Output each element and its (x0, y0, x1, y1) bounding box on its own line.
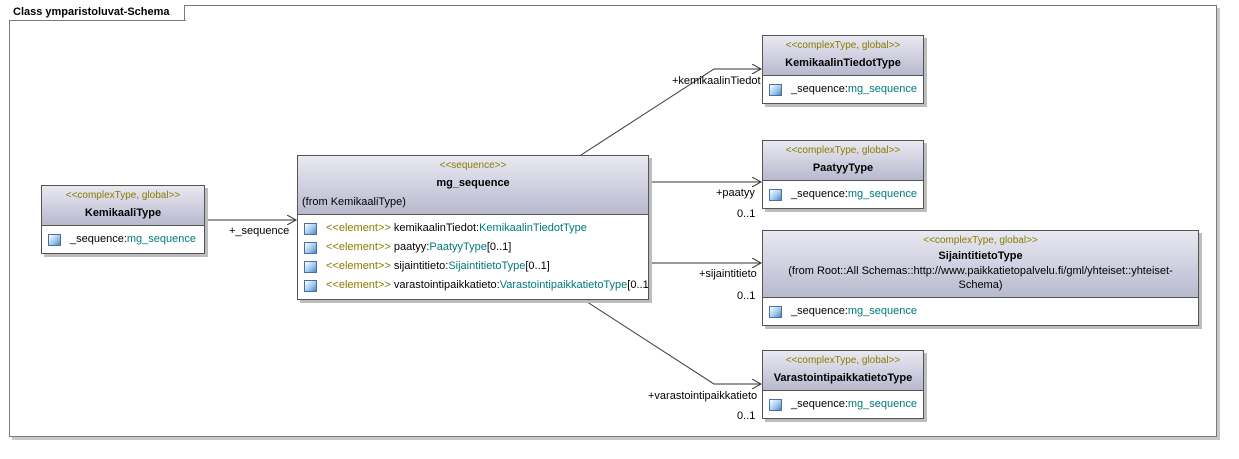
attribute-name: kemikaalinTiedot: (390, 222, 480, 234)
attribute-row[interactable]: <<element>> kemikaalinTiedot:KemikaalinT… (304, 219, 648, 238)
attribute-multiplicity: [0..1] (486, 241, 512, 253)
role-label-kemikaalin-tiedot: +kemikaalinTiedot (672, 75, 761, 87)
attribute-row[interactable]: _sequence:mg_sequence (769, 395, 923, 414)
attribute-name: paatyy: (390, 241, 430, 253)
attribute-row[interactable]: <<element>> varastointipaikkatieto:Varas… (304, 276, 649, 295)
attribute-type: mg_sequence (847, 83, 917, 95)
attribute-name: _sequence: (791, 83, 848, 95)
attribute-row[interactable]: <<element>> paatyy:PaatyyType[0..1] (304, 238, 648, 257)
attribute-type: mg_sequence (847, 398, 917, 410)
attribute-type: PaatyyType (429, 241, 487, 253)
attribute-icon (304, 280, 317, 292)
attribute-icon (304, 261, 317, 273)
link-kemikaalin-tiedot (580, 69, 761, 156)
attribute-type: mg_sequence (847, 305, 917, 317)
class-varastointipaikkatieto-type[interactable]: <<complexType, global>> Varastointipaikk… (762, 350, 924, 419)
stereotype: <<sequence>> (439, 160, 507, 171)
multiplicity-varastointi: 0..1 (737, 410, 756, 422)
attribute-icon (48, 234, 61, 246)
attribute-multiplicity: [0..1 (627, 279, 649, 291)
class-name: mg_sequence (436, 177, 510, 189)
multiplicity-paatyy: 0..1 (737, 208, 756, 220)
stereotype: <<complexType, global>> (785, 40, 901, 51)
class-name: SijaintitietoType (938, 250, 1023, 262)
attribute-icon (304, 223, 317, 235)
class-header: <<sequence>> mg_sequence (from Kemikaali… (298, 156, 648, 215)
class-from: (from Root::All Schemas::http://www.paik… (788, 265, 1173, 291)
stereotype: <<complexType, global>> (785, 355, 901, 366)
role-label-sequence: +_sequence (229, 225, 290, 237)
attribute-icon (304, 242, 317, 254)
attribute-stereotype: <<element>> (326, 260, 391, 272)
attribute-icon (769, 84, 782, 96)
attribute-icon (769, 306, 782, 318)
class-header: <<complexType, global>> KemikaalinTiedot… (763, 36, 923, 76)
attribute-row[interactable]: _sequence:mg_sequence (769, 302, 1198, 321)
multiplicity-sijaintitieto: 0..1 (737, 290, 756, 302)
attribute-name: _sequence: (70, 233, 127, 245)
role-label-varastointi: +varastointipaikkatieto (648, 390, 758, 402)
class-header: <<complexType, global>> Varastointipaikk… (763, 351, 923, 391)
attribute-type: mg_sequence (847, 188, 917, 200)
attribute-type: mg_sequence (126, 233, 196, 245)
stereotype: <<complexType, global>> (923, 235, 1038, 246)
class-name: VarastointipaikkatietoType (773, 372, 913, 384)
attribute-stereotype: <<element>> (326, 279, 391, 291)
role-label-sijaintitieto: +sijaintitieto (699, 268, 757, 280)
attribute-name: sijaintitieto: (390, 260, 449, 272)
class-name: KemikaalinTiedotType (785, 57, 901, 69)
attribute-name: _sequence: (791, 188, 848, 200)
attribute-name: _sequence: (791, 398, 848, 410)
class-header: <<complexType, global>> KemikaaliType (42, 186, 204, 226)
attribute-stereotype: <<element>> (326, 241, 391, 253)
attribute-name: varastointipaikkatieto: (390, 279, 500, 291)
class-from: (from KemikaaliType) (302, 196, 406, 208)
class-sijaintitieto-type[interactable]: <<complexType, global>> SijaintitietoTyp… (762, 230, 1199, 326)
attribute-name: _sequence: (791, 305, 848, 317)
class-paatyy-type[interactable]: <<complexType, global>> PaatyyType _sequ… (762, 140, 924, 209)
attribute-row[interactable]: _sequence:mg_sequence (769, 185, 923, 204)
diagram-title: Class ymparistoluvat-Schema (9, 5, 185, 21)
class-header: <<complexType, global>> PaatyyType (763, 141, 923, 181)
attribute-row[interactable]: <<element>> sijaintitieto:SijaintitietoT… (304, 257, 648, 276)
class-mg-sequence[interactable]: <<sequence>> mg_sequence (from Kemikaali… (297, 155, 649, 300)
class-kemikaalin-tiedot-type[interactable]: <<complexType, global>> KemikaalinTiedot… (762, 35, 924, 104)
class-name: KemikaaliType (84, 207, 162, 219)
attribute-row[interactable]: _sequence:mg_sequence (769, 80, 923, 99)
attribute-row[interactable]: _sequence:mg_sequence (48, 230, 204, 249)
link-varastointi (580, 297, 761, 384)
stereotype: <<complexType, global>> (65, 190, 181, 201)
attribute-type: SijaintitietoType (448, 260, 526, 272)
attribute-type: VarastointipaikkatietoType (499, 279, 628, 291)
attribute-multiplicity: [0..1] (525, 260, 550, 272)
class-header: <<complexType, global>> SijaintitietoTyp… (763, 231, 1198, 298)
attribute-icon (769, 399, 782, 411)
class-kemikaali-type[interactable]: <<complexType, global>> KemikaaliType _s… (41, 185, 205, 254)
stereotype: <<complexType, global>> (785, 145, 901, 156)
role-label-paatyy: +paatyy (716, 187, 755, 199)
attribute-type: KemikaalinTiedotType (479, 222, 587, 234)
class-name: PaatyyType (812, 162, 874, 174)
attribute-stereotype: <<element>> (326, 222, 391, 234)
attribute-icon (769, 189, 782, 201)
